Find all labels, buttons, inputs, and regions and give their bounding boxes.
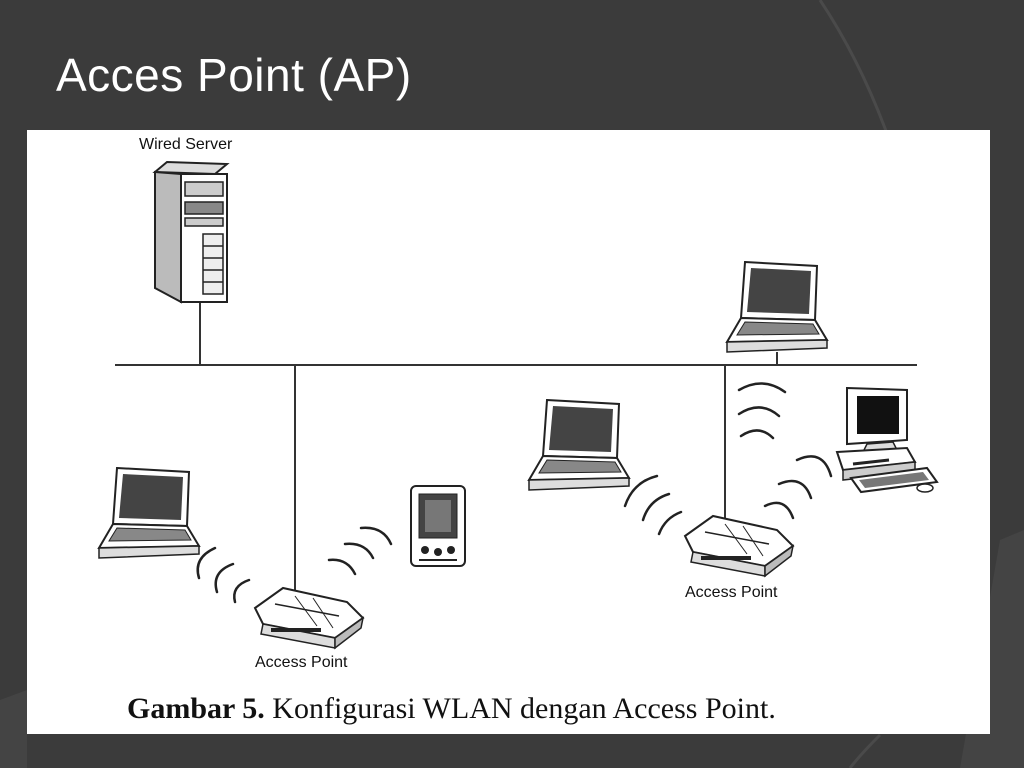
caption-text: Konfigurasi WLAN dengan Access Point.: [264, 692, 776, 725]
access-point-right-icon: [684, 515, 794, 577]
desktop-computer-icon: [835, 386, 939, 494]
figure-caption: Gambar 5. Konfigurasi WLAN dengan Access…: [127, 692, 776, 726]
laptop-middle-icon: [528, 399, 630, 491]
wlan-diagram: Wired Server Access Point Access Point G…: [27, 130, 990, 734]
server-tower-icon: [152, 160, 230, 304]
slide-title: Acces Point (AP): [56, 49, 412, 101]
wired-laptop-icon: [726, 261, 828, 353]
access-point-right-label: Access Point: [685, 584, 778, 601]
pda-icon: [410, 485, 466, 567]
laptop-left-icon: [98, 467, 200, 559]
access-point-left-label: Access Point: [255, 654, 348, 671]
network-diagram-svg: [98, 160, 939, 649]
caption-prefix: Gambar 5.: [127, 692, 265, 725]
access-point-left-icon: [254, 587, 364, 649]
wireless-signal-icons: [196, 382, 833, 604]
wired-server-label: Wired Server: [139, 136, 233, 153]
